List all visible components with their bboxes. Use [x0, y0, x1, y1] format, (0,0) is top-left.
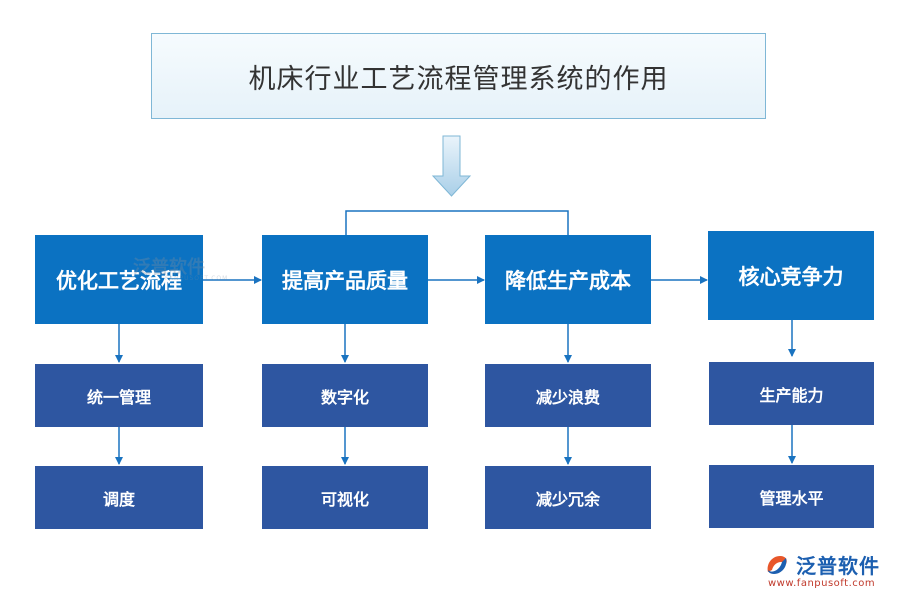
node-core-competitiveness: 核心竞争力: [708, 231, 874, 320]
title-down-arrow: [431, 135, 472, 197]
logo-url[interactable]: www.fanpusoft.com: [768, 578, 876, 589]
node-reduce-cost: 降低生产成本: [485, 235, 651, 324]
node-improve-quality: 提高产品质量: [262, 235, 428, 324]
node-production-capacity: 生产能力: [709, 362, 874, 425]
brand-logo[interactable]: 泛普软件 www.fanpusoft.com: [764, 550, 894, 595]
diagram-title: 机床行业工艺流程管理系统的作用: [151, 33, 766, 119]
watermark-text: 泛普软件: [133, 257, 205, 278]
node-unified-management: 统一管理: [35, 364, 203, 427]
node-optimize-process: 优化工艺流程: [35, 235, 203, 324]
logo-name: 泛普软件: [796, 554, 880, 578]
logo-swirl-icon: [767, 556, 787, 574]
watermark-subtext: FANPUSOFT.COM: [165, 275, 229, 282]
branch-connector: [345, 210, 569, 236]
node-visualization: 可视化: [262, 466, 428, 529]
node-management-level: 管理水平: [709, 465, 874, 528]
node-scheduling: 调度: [35, 466, 203, 529]
node-digitization: 数字化: [262, 364, 428, 427]
node-reduce-redundancy: 减少冗余: [485, 466, 651, 529]
node-reduce-waste: 减少浪费: [485, 364, 651, 427]
